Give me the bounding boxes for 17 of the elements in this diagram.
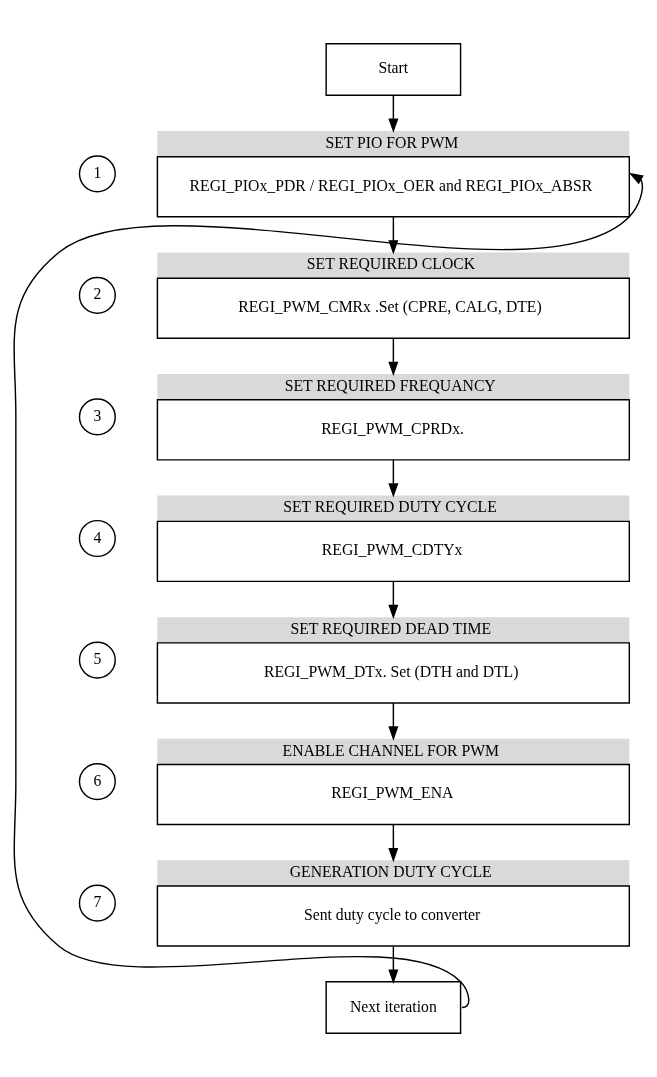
arrow (388, 459, 399, 498)
arrow (388, 337, 399, 376)
node-circle: 4 (78, 519, 116, 558)
node-circle: 7 (78, 884, 116, 922)
arrow (388, 580, 399, 620)
arrow (13, 172, 644, 1009)
node-box: Next iteration (325, 981, 462, 1034)
arrow (388, 945, 399, 984)
node-circle: 3 (78, 398, 116, 436)
node-box: Start (325, 43, 462, 96)
arrow (388, 94, 399, 133)
node-circle: 2 (78, 276, 116, 314)
node-circle: 5 (78, 641, 116, 679)
arrow (388, 702, 399, 741)
node-circle: 1 (78, 155, 116, 193)
node-circle: 6 (78, 763, 116, 801)
arrow (388, 823, 399, 863)
